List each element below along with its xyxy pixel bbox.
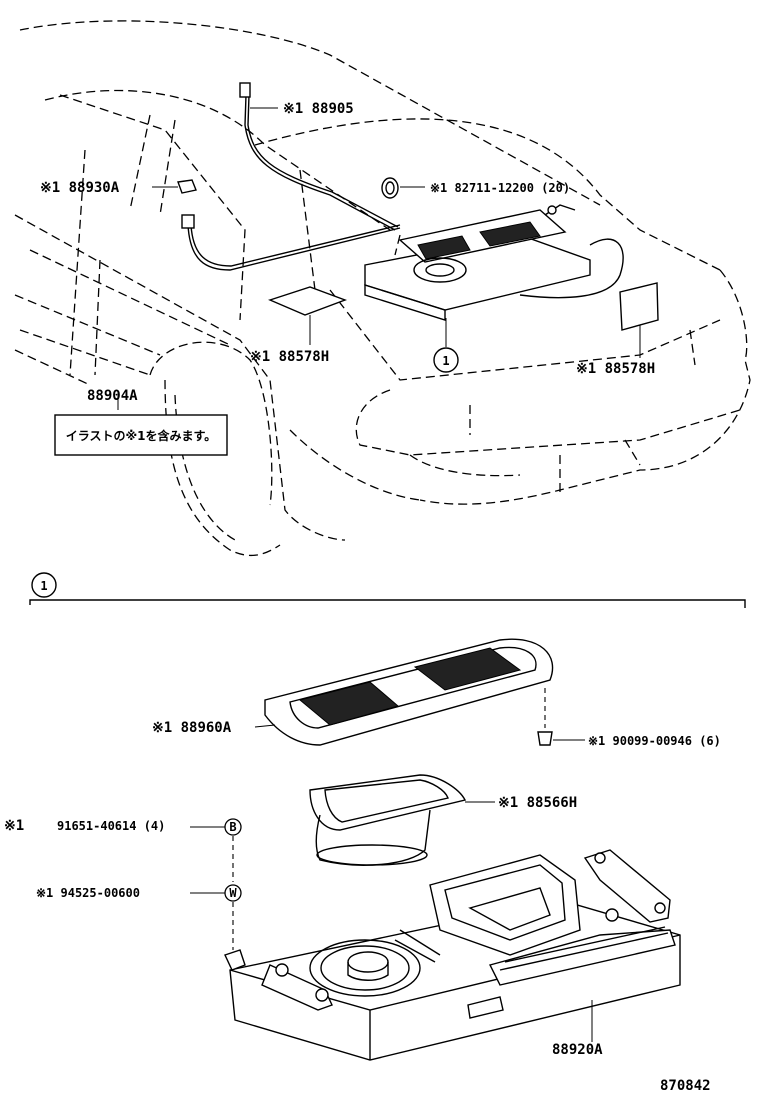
label-88578H-right: ※1 88578H [576, 361, 655, 377]
callout-1-upper: 1 [433, 347, 459, 373]
diagram-number: 870842 [660, 1078, 711, 1094]
cover-88960A [254, 638, 554, 746]
car-outline [14, 20, 751, 557]
label-90099-00946: ※1 90099-00946 (6) [588, 734, 721, 748]
label-88904A: 88904A [87, 388, 138, 404]
label-88566H: ※1 88566H [498, 795, 577, 811]
washer-w-marker: W [224, 884, 242, 902]
cable-88905 [244, 94, 396, 231]
label-91651-40614: 91651-40614 (4) [57, 819, 165, 833]
label-88930A: ※1 88930A [40, 180, 120, 196]
svg-text:W: W [229, 886, 237, 900]
pad-88578H-left [268, 286, 348, 316]
label-91651-mark: ※1 [4, 818, 24, 834]
note-text: イラストの※1を含みます。 [66, 428, 217, 443]
label-88960A: ※1 88960A [152, 720, 232, 736]
label-88905: ※1 88905 [283, 101, 354, 117]
speaker-box-88920A [224, 849, 681, 1061]
pad-88578H-right [619, 282, 659, 331]
screw-90099 [537, 688, 585, 746]
connector-88905 [239, 82, 251, 98]
svg-text:1: 1 [40, 579, 47, 593]
svg-text:1: 1 [442, 354, 449, 368]
label-82711-12200: ※1 82711-12200 (20) [430, 181, 570, 195]
svg-text:B: B [229, 820, 236, 834]
grommet-82711 [381, 177, 399, 199]
note-box: イラストの※1を含みます。 [54, 414, 228, 456]
speaker-assembly-installed [364, 204, 624, 321]
bolt-b-marker: B [224, 818, 242, 836]
label-94525-00600: ※1 94525-00600 [36, 886, 140, 900]
detail-header: 1 [29, 572, 746, 608]
label-88578H-left: ※1 88578H [250, 349, 329, 365]
label-88920A: 88920A [552, 1042, 603, 1058]
gasket-88566H [309, 774, 495, 866]
connector-88930A-lower [181, 214, 195, 229]
clip-88930A [177, 179, 197, 194]
upper-parts [117, 82, 659, 410]
